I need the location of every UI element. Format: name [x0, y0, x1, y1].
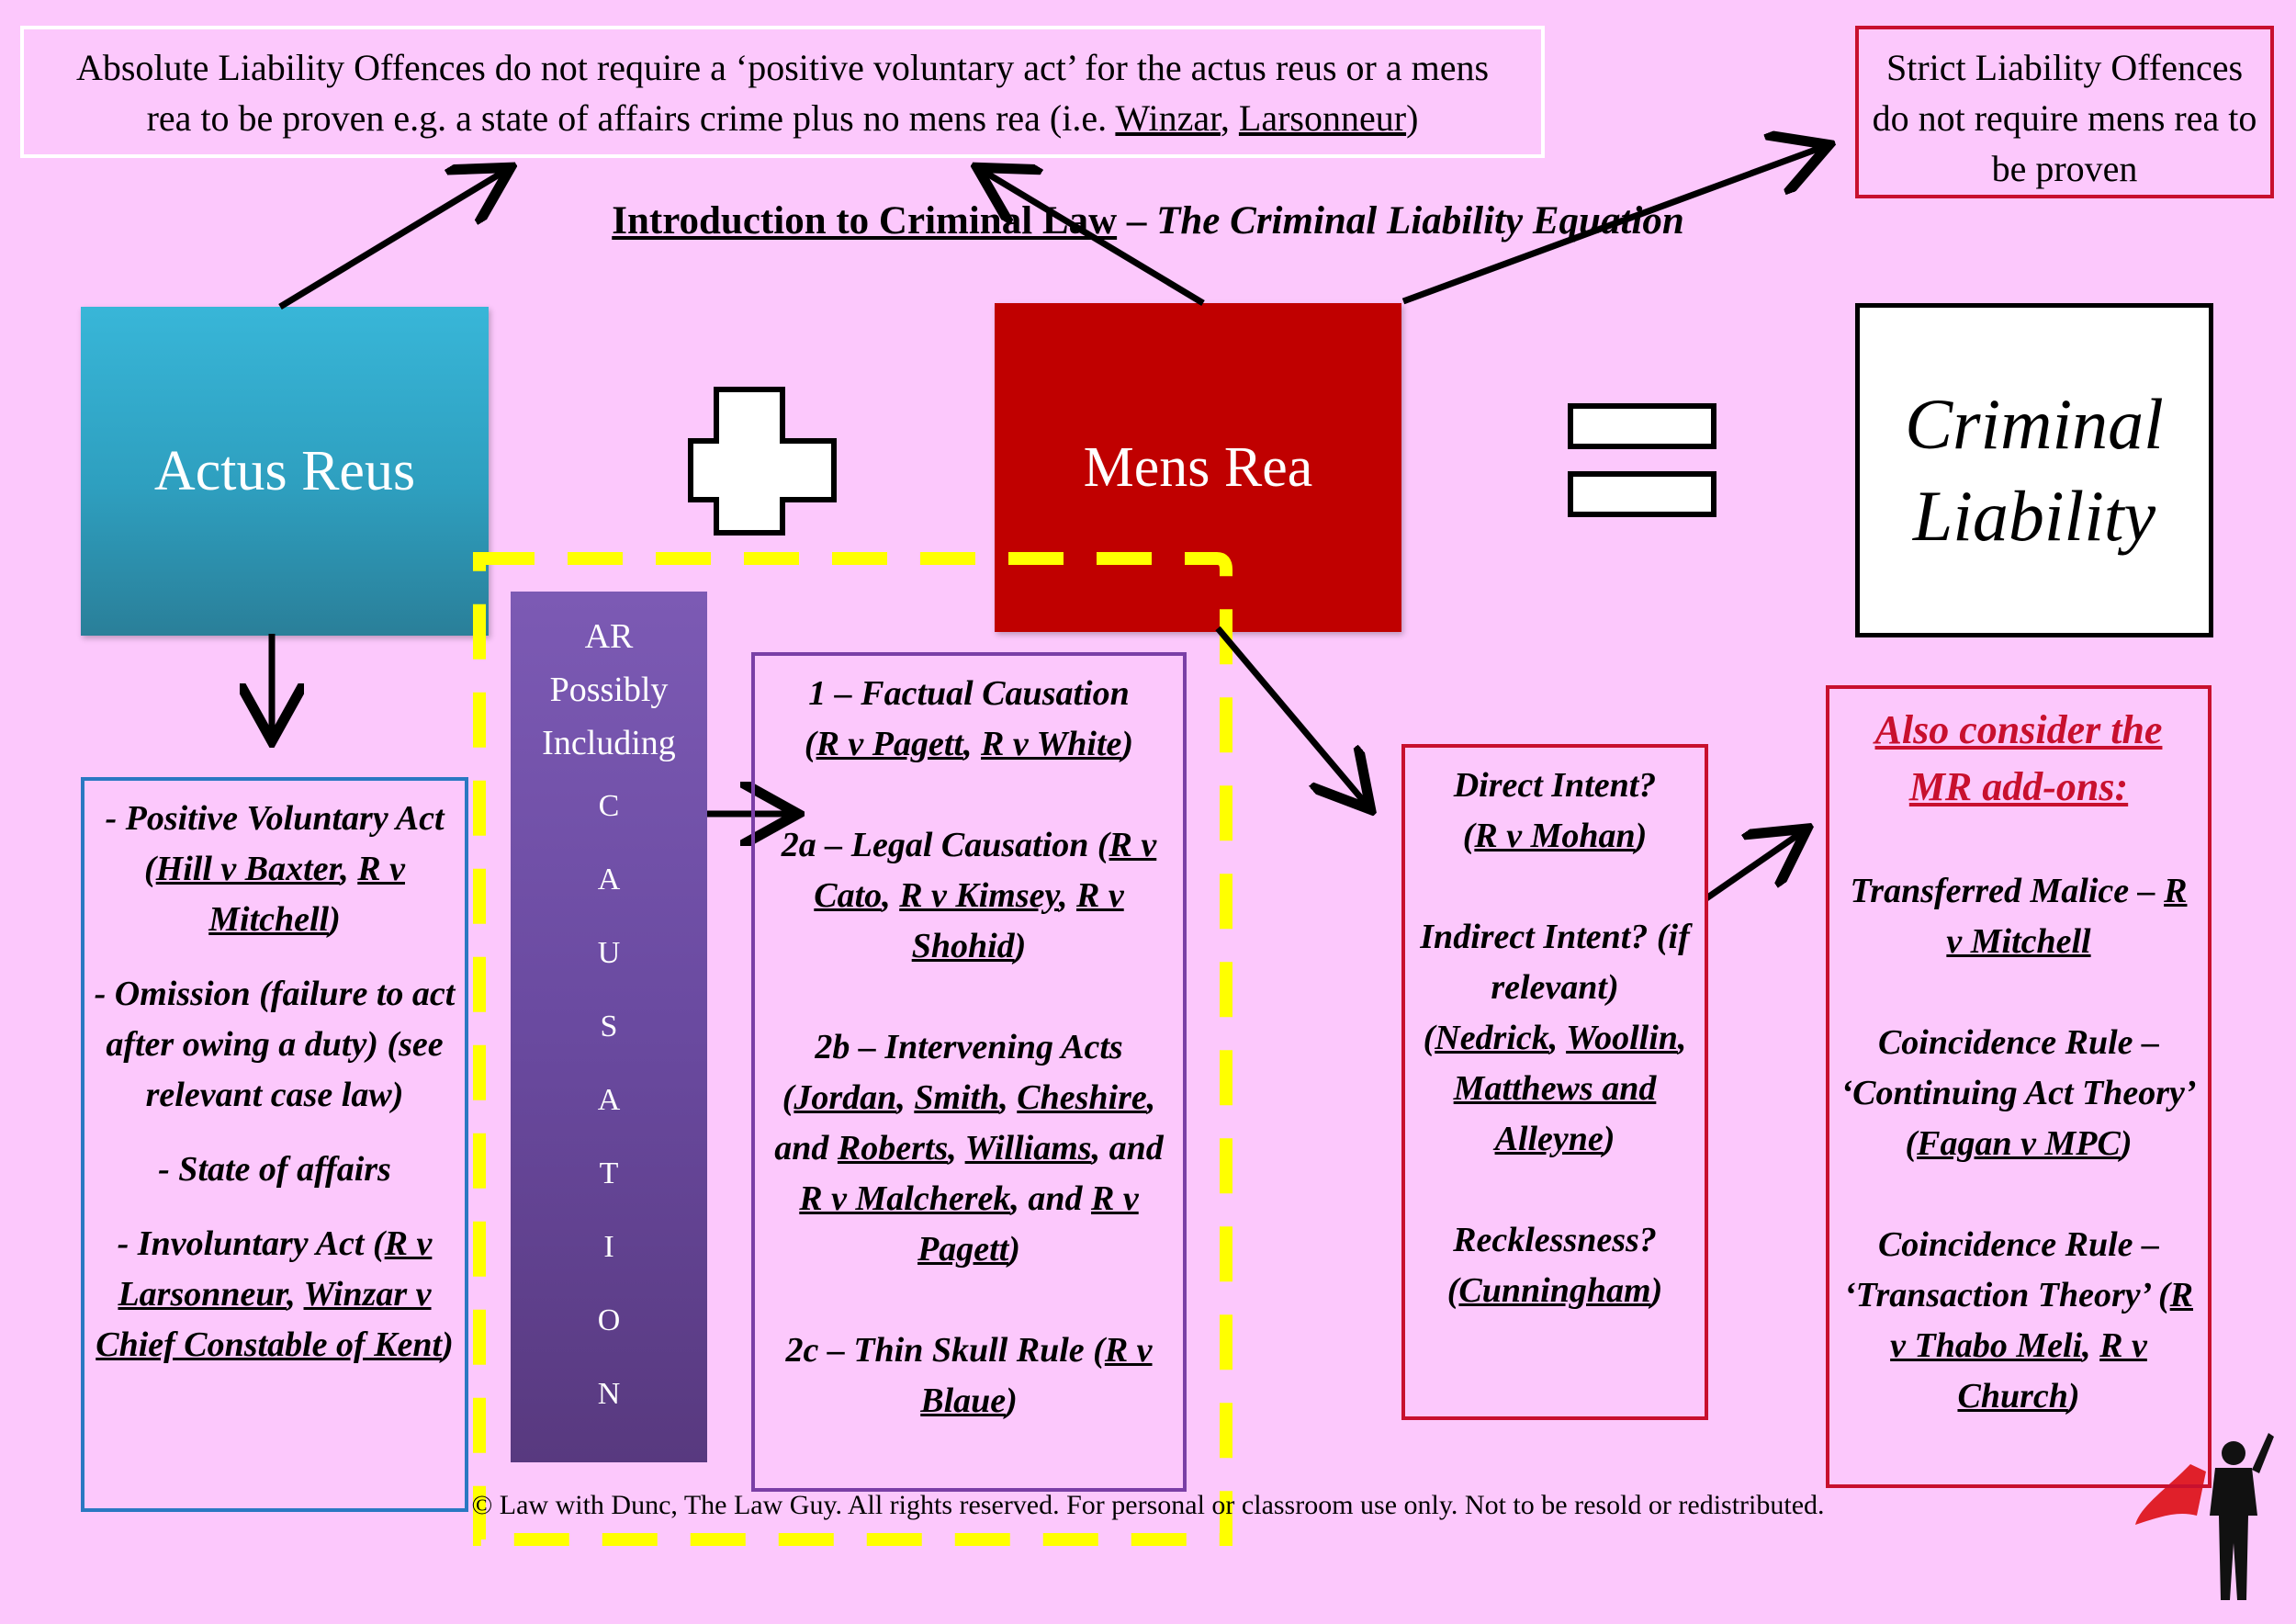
list-item: Recklessness?(Cunningham) — [1446, 1221, 1663, 1310]
superhero-logo-icon — [2135, 1433, 2274, 1600]
case-link: Winzar — [1115, 97, 1221, 139]
addons-title: Also consider the MR add-ons: — [1874, 707, 2163, 809]
arrow-mens-to-strict — [1401, 147, 1823, 305]
causation-letter: A — [597, 863, 621, 897]
causation-letter: I — [603, 1230, 614, 1264]
arrow-mens-to-absolute — [983, 171, 1205, 307]
ar-causation-column: AR Possibly Including C A U S A T I O N — [511, 592, 707, 1462]
list-item: - Omission (failure to act after owing a… — [94, 975, 456, 1114]
list-item: Coincidence Rule – ‘Transaction Theory’ … — [1844, 1225, 2193, 1415]
arrow-intent-to-addons — [1705, 832, 1802, 901]
copyright-footer: © Law with Dunc, The Law Guy. All rights… — [471, 1490, 1825, 1520]
mens-rea-intent-list: Direct Intent?(R v Mohan) Indirect Inten… — [1401, 744, 1708, 1420]
causation-letter: U — [597, 936, 621, 970]
page-title: Introduction to Criminal Law – The Crimi… — [612, 199, 1684, 242]
causation-letter: C — [598, 789, 620, 823]
plus-sign-icon — [688, 387, 837, 536]
case-link: Larsonneur — [1238, 97, 1407, 139]
causation-list: 1 – Factual Causation(R v Pagett, R v Wh… — [751, 652, 1187, 1492]
arrow-mens-to-intent — [1215, 626, 1367, 805]
list-item: Direct Intent?(R v Mohan) — [1453, 766, 1657, 855]
list-item: 1 – Factual Causation(R v Pagett, R v Wh… — [804, 674, 1134, 763]
causation-dashed-outline — [473, 552, 1232, 1546]
equals-sign-icon — [1568, 403, 1716, 517]
list-item: 2b – Intervening Acts (Jordan, Smith, Ch… — [774, 1028, 1164, 1269]
actus-reus-box: Actus Reus — [81, 307, 489, 636]
mr-addons-list: Also consider the MR add-ons: Transferre… — [1826, 685, 2212, 1488]
causation-letter: S — [600, 1009, 618, 1043]
list-item: Indirect Intent? (if relevant)(Nedrick, … — [1420, 918, 1690, 1158]
causation-letter: N — [597, 1377, 621, 1411]
absolute-liability-note: Absolute Liability Offences do not requi… — [20, 26, 1545, 158]
list-item: - State of affairs — [158, 1150, 391, 1189]
mens-rea-box: Mens Rea — [995, 303, 1401, 632]
arrow-actus-to-absolute — [278, 171, 505, 310]
list-item: 2a – Legal Causation (R v Cato, R v Kims… — [781, 826, 1157, 965]
causation-letter: T — [599, 1156, 619, 1190]
list-item: Transferred Malice – R v Mitchell — [1850, 872, 2188, 961]
causation-letter: O — [597, 1303, 621, 1337]
title-sub: The Criminal Liability Equation — [1156, 199, 1684, 242]
causation-letter: A — [597, 1083, 621, 1117]
strict-liability-note: Strict Liability Offences do not require… — [1855, 26, 2274, 198]
list-item: - Involuntary Act (R v Larsonneur, Winza… — [96, 1224, 454, 1364]
list-item: 2c – Thin Skull Rule (R v Blaue) — [785, 1331, 1153, 1420]
actus-reus-elements-list: - Positive Voluntary Act (Hill v Baxter,… — [81, 777, 468, 1512]
list-item: - Positive Voluntary Act (Hill v Baxter,… — [105, 799, 445, 939]
list-item: Coincidence Rule – ‘Continuing Act Theor… — [1840, 1023, 2197, 1163]
